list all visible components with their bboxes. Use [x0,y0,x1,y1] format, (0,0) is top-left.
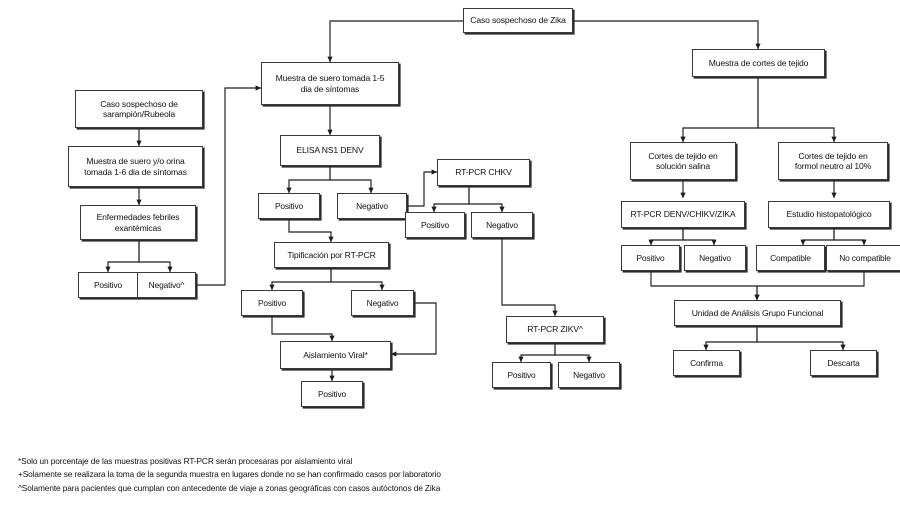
node-elisa-negativo[interactable]: Negativo [337,193,407,219]
node-label: No compatible [839,252,891,263]
node-label: Compatible [770,252,811,263]
node-zikv-negativo[interactable]: Negativo [558,362,620,388]
node-label: Positivo [420,219,450,230]
node-tipificacion-positivo[interactable]: Positivo [241,290,303,316]
node-tipificacion-rtpcr[interactable]: Tipificación por RT-PCR [274,242,389,268]
node-label: Muestra de suero tomada 1-5 dia de sínto… [275,73,385,94]
node-rtpcr-denv-chikv-zika[interactable]: RT-PCR DENV/CHIKV/ZIKA [621,201,745,228]
footnote-caret: ^Solamente para pacientes que cumplan co… [18,482,441,493]
node-aislamiento-positivo[interactable]: Positivo [301,381,363,407]
node-caso-sospechoso-zika[interactable]: Caso sospechoso de Zika [463,8,573,33]
node-label: Negativo [356,200,388,211]
node-cortes-solucion-salina[interactable]: Cortes de tejido en solución salina [630,142,736,180]
node-label: Muestra de suero y/o orina tomada 1-6 di… [84,156,187,177]
node-label: Positivo [636,252,665,263]
node-muestra-suero-1-5[interactable]: Muestra de suero tomada 1-5 dia de sínto… [261,62,399,105]
node-label: Aislamiento Viral* [303,349,368,360]
node-label: Cortes de tejido en solución salina [648,150,718,171]
node-label: RT-PCR CHKV [455,167,512,178]
node-descarta[interactable]: Descarta [810,350,877,376]
node-chkv-positivo[interactable]: Positivo [405,212,465,238]
node-label: Tipificación por RT-PCR [287,249,376,260]
node-aislamiento-viral[interactable]: Aislamiento Viral* [280,341,391,369]
node-cortes-formol-neutro[interactable]: Cortes de tejido en formol neutro al 10% [778,142,888,180]
node-label: Caso sospechoso de sarampión/Rubeola [100,98,178,119]
node-tipificacion-negativo[interactable]: Negativo [351,290,414,316]
node-denv-positivo[interactable]: Positivo [621,245,680,271]
node-histo-no-compatible[interactable]: No compatible [826,245,900,271]
node-label: Caso sospechoso de Zika [470,15,566,26]
node-label: ELISA NS1 DENV [296,145,364,156]
node-denv-negativo[interactable]: Negativo [684,245,746,271]
node-label: Negativo [573,369,605,380]
node-label: Positivo [274,200,304,211]
node-label: Negativo [486,219,518,230]
node-zikv-positivo[interactable]: Positivo [492,362,551,388]
node-estudio-histopatologico[interactable]: Estudio histopatológico [768,201,890,228]
node-febriles-negativo[interactable]: Negativo^ [137,272,196,298]
node-unidad-analisis[interactable]: Unidad de Análisis Grupo Funcional [674,300,841,326]
node-muestra-cortes-tejido[interactable]: Muestra de cortes de tejido [692,49,825,77]
node-rtpcr-zikv[interactable]: RT-PCR ZIKV^ [506,316,604,343]
node-chkv-negativo[interactable]: Negativo [471,212,533,238]
node-febriles-positivo[interactable]: Positivo [78,272,138,298]
node-label: Negativo [366,297,399,308]
node-label: Cortes de tejido en formol neutro al 10% [794,150,872,171]
node-label: Muestra de cortes de tejido [708,57,809,68]
node-elisa-ns1-denv[interactable]: ELISA NS1 DENV [280,135,380,166]
node-label: Positivo [507,369,536,380]
node-elisa-positivo[interactable]: Positivo [258,193,320,219]
node-label: Negativo^ [148,279,185,290]
node-rtpcr-chkv[interactable]: RT-PCR CHKV [437,159,530,186]
node-label: Confirma [690,357,723,368]
footnote-plus: +Solamente se realizara la toma de la se… [18,469,441,480]
node-label: Positivo [257,297,287,308]
node-label: Unidad de Análisis Grupo Funcional [691,307,824,318]
node-label: Enfermedades febriles exantémicas [96,212,180,233]
node-enfermedades-febriles[interactable]: Enfermedades febriles exantémicas [80,205,196,240]
node-confirma[interactable]: Confirma [673,350,740,376]
node-label: RT-PCR ZIKV^ [527,324,583,335]
node-muestra-suero-orina[interactable]: Muestra de suero y/o orina tomada 1-6 di… [68,146,203,187]
node-label: Negativo [699,252,731,263]
node-caso-sospechoso-sarampion[interactable]: Caso sospechoso de sarampión/Rubeola [75,90,203,128]
node-label: Positivo [93,279,123,290]
footnote-asterisk: *Solo un porcentaje de las muestras posi… [18,456,353,466]
edge-zika-to-suero [327,20,463,63]
node-label: RT-PCR DENV/CHIKV/ZIKA [630,209,736,220]
node-label: Positivo [317,388,347,399]
node-label: Descarta [827,357,860,368]
node-label: Estudio histopatológico [786,209,872,220]
footnotes: *Solo un porcentaje de las muestras posi… [18,455,738,495]
node-histo-compatible[interactable]: Compatible [756,245,825,271]
